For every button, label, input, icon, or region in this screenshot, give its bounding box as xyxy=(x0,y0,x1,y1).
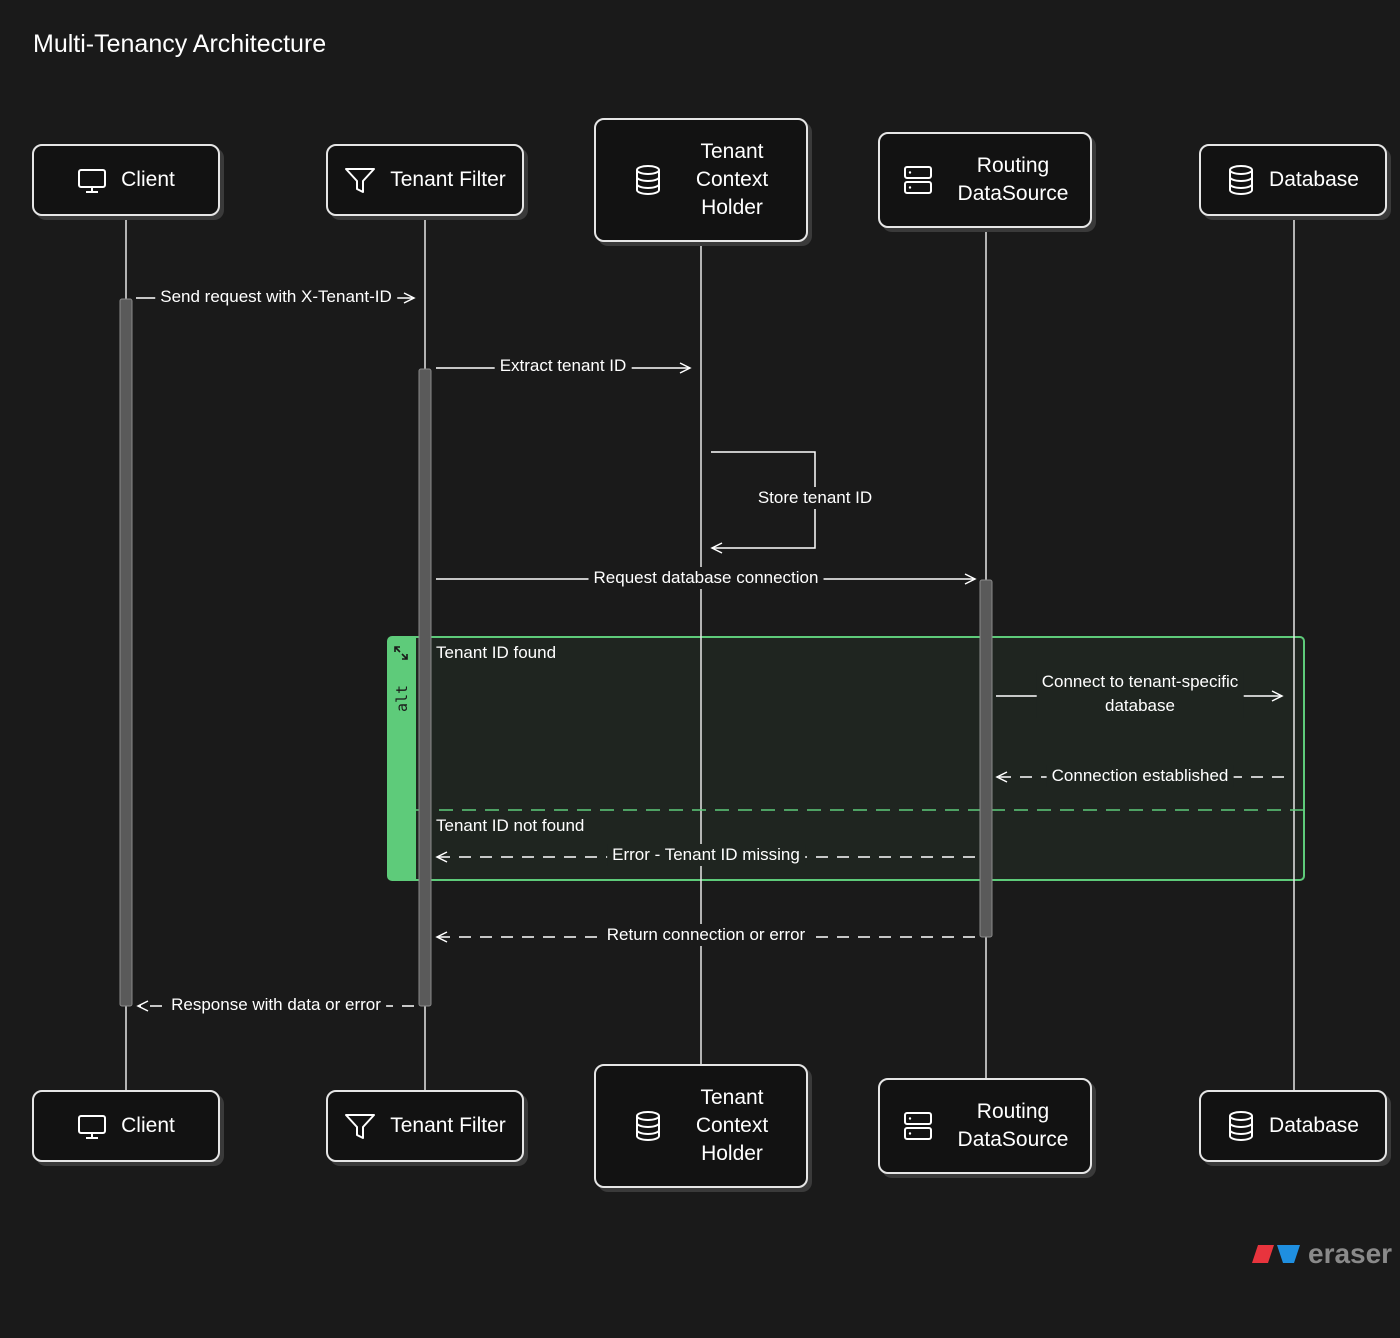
participant-label: Tenant Filter xyxy=(390,168,506,191)
expand-icon[interactable] xyxy=(392,644,410,662)
participant-client-bottom[interactable]: Client xyxy=(32,1090,220,1162)
eraser-brand[interactable]: eraser xyxy=(1250,1238,1392,1270)
participant-database-bottom[interactable]: Database xyxy=(1199,1090,1387,1162)
message-label: Request database connection xyxy=(588,567,824,589)
participant-label: Routing DataSource xyxy=(957,154,1069,205)
participant-label: Tenant Context Holder xyxy=(695,140,769,219)
filter-icon xyxy=(344,165,376,195)
message-label: Response with data or error xyxy=(166,994,386,1016)
brand-name: eraser xyxy=(1308,1238,1393,1269)
participant-tenant-filter-bottom[interactable]: Tenant Filter xyxy=(326,1090,524,1162)
database-icon xyxy=(634,1110,662,1142)
message-label: Send request with X-Tenant-ID xyxy=(155,286,397,308)
alt-guard-found: Tenant ID found xyxy=(436,643,557,662)
database-icon xyxy=(1227,1110,1255,1142)
participant-tenant-context-holder-top[interactable]: Tenant Context Holder xyxy=(594,118,808,242)
database-icon xyxy=(634,164,662,196)
alt-guard-not-found: Tenant ID not found xyxy=(436,816,585,835)
server-icon xyxy=(902,164,934,196)
participant-tenant-filter-top[interactable]: Tenant Filter xyxy=(326,144,524,216)
participant-client-top[interactable]: Client xyxy=(32,144,220,216)
participant-label: Tenant Filter xyxy=(390,1114,506,1137)
message-label: Extract tenant ID xyxy=(494,355,632,377)
eraser-logo-icon xyxy=(1252,1245,1300,1263)
alt-label: alt xyxy=(393,684,411,712)
participant-label: Client xyxy=(121,168,175,191)
message-label: Connect to tenant-specific database xyxy=(1036,670,1244,718)
activation-client xyxy=(119,298,133,1007)
filter-icon xyxy=(344,1111,376,1141)
database-icon xyxy=(1227,164,1255,196)
message-label: Return connection or error xyxy=(601,924,811,946)
participant-routing-datasource-bottom[interactable]: Routing DataSource xyxy=(878,1078,1092,1174)
diagram-title: Multi-Tenancy Architecture xyxy=(33,30,327,58)
monitor-icon xyxy=(77,165,107,195)
server-icon xyxy=(902,1110,934,1142)
participant-label: Database xyxy=(1269,1114,1359,1137)
message-label: Store tenant ID xyxy=(752,487,878,509)
activation-bars xyxy=(119,298,993,1007)
participant-label: Tenant Context Holder xyxy=(695,1086,769,1165)
monitor-icon xyxy=(77,1111,107,1141)
participant-label: Routing DataSource xyxy=(957,1100,1069,1151)
participant-database-top[interactable]: Database xyxy=(1199,144,1387,216)
participant-routing-datasource-top[interactable]: Routing DataSource xyxy=(878,132,1092,228)
activation-tenant-filter xyxy=(418,368,432,1007)
activation-routing-datasource xyxy=(979,579,993,938)
message-label: Error - Tenant ID missing xyxy=(607,844,805,866)
participant-tenant-context-holder-bottom[interactable]: Tenant Context Holder xyxy=(594,1064,808,1188)
message-label: Connection established xyxy=(1046,765,1234,787)
participant-label: Client xyxy=(121,1114,175,1137)
participant-label: Database xyxy=(1269,168,1359,191)
alt-frame-tab xyxy=(388,637,416,880)
